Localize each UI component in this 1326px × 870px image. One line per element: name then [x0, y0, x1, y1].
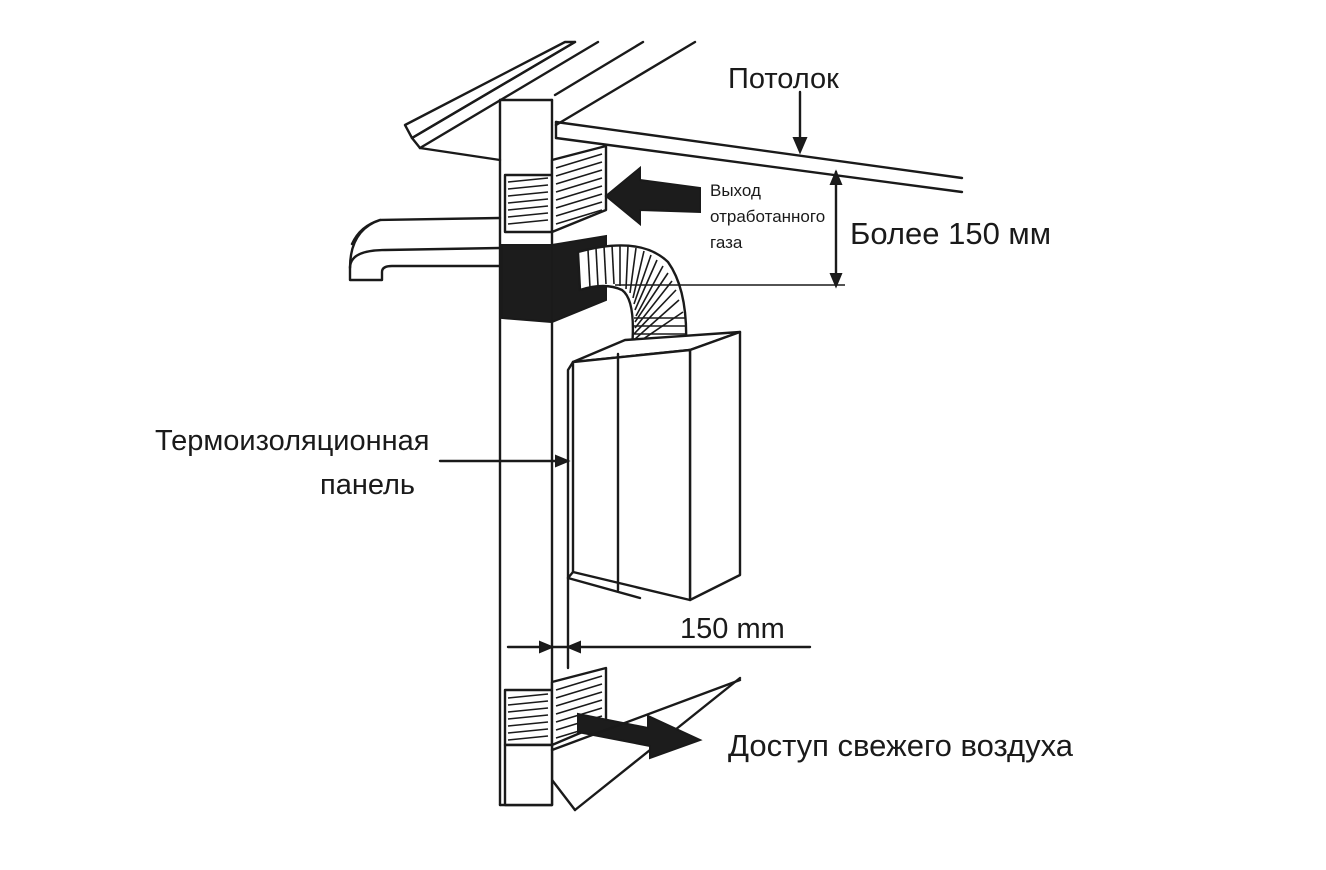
exhaust-label-line2: отработанного	[710, 207, 825, 226]
fresh-air-guide	[550, 678, 742, 752]
upper-vent-louvers	[503, 144, 608, 234]
ceiling-label: Потолок	[728, 63, 839, 95]
panel-label-line1: Термоизоляционная	[155, 425, 430, 457]
top-clearance-dimension	[615, 169, 845, 289]
ceiling-slab	[554, 120, 964, 194]
top-clearance-label: Более 150 мм	[850, 216, 1051, 251]
ceiling-pointer	[792, 90, 808, 155]
exhaust-label-line3: газа	[710, 233, 743, 252]
exhaust-label-line1: Выход	[710, 181, 761, 200]
side-clearance-dimension	[506, 576, 812, 670]
exhaust-hook-pipe	[348, 216, 502, 282]
side-clearance-label: 150 mm	[680, 613, 785, 645]
panel-pointer	[438, 454, 571, 468]
roof-eave	[403, 40, 697, 162]
water-heater-unit	[566, 330, 742, 602]
fresh-air-label: Доступ свежего воздуха	[728, 728, 1074, 763]
panel-label-line2: панель	[320, 469, 415, 501]
exhaust-arrow	[604, 165, 701, 227]
fresh-air-arrow	[577, 712, 703, 760]
